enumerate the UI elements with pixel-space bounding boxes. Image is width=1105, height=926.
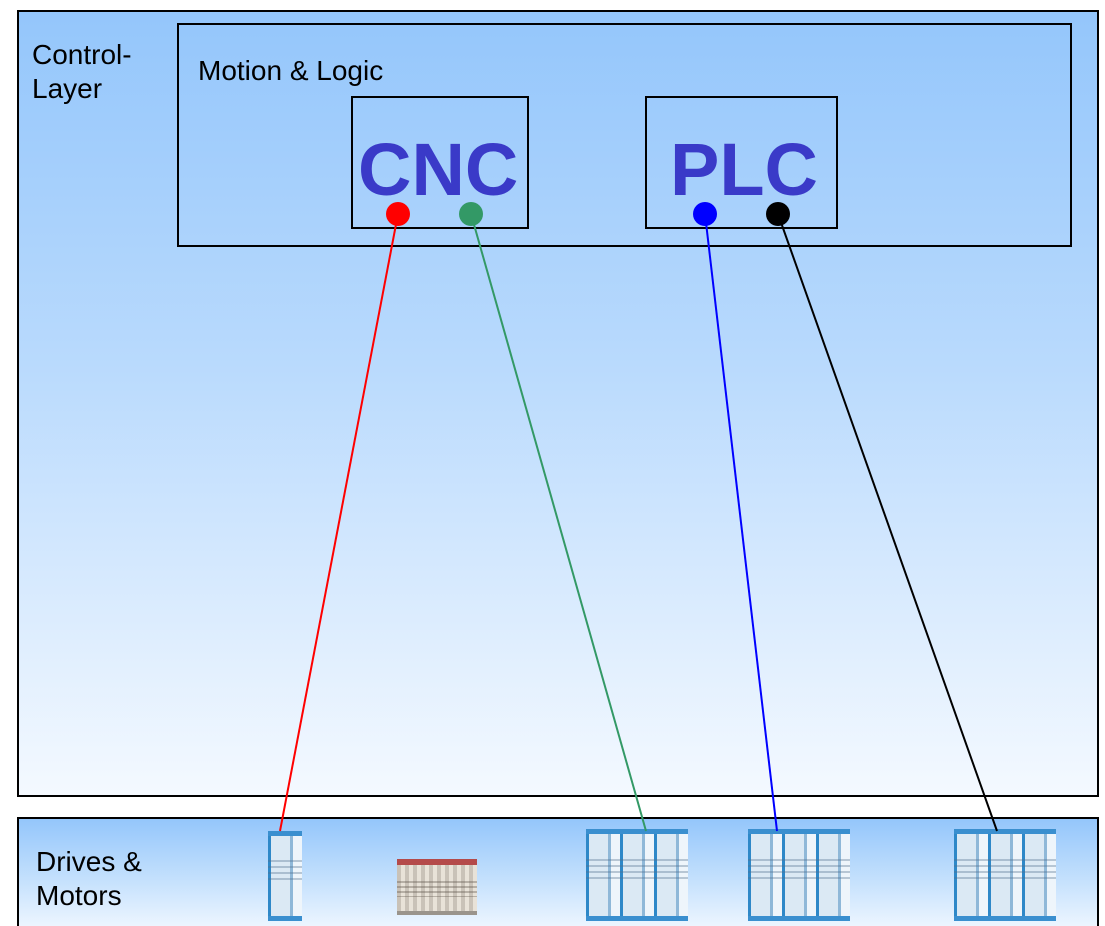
drive-module-icon xyxy=(748,829,850,921)
motion-logic-title: Motion & Logic xyxy=(198,55,384,86)
drive-module-icon xyxy=(268,831,302,921)
drives-layer-label: Drives & Motors xyxy=(36,845,142,913)
drives-layer-label-line2: Motors xyxy=(36,880,122,911)
drives-layer-label-line1: Drives & xyxy=(36,846,142,877)
plc-label: PLC xyxy=(670,128,818,211)
drives-layer xyxy=(17,817,1099,926)
drive-module-icon xyxy=(954,829,1056,921)
control-layer-label-line2: Layer xyxy=(32,73,103,104)
io-module-icon xyxy=(397,859,477,915)
drive-module-icon xyxy=(586,829,688,921)
cnc-label: CNC xyxy=(358,128,519,211)
control-layer-label: Control- Layer xyxy=(32,38,132,106)
control-layer-label-line1: Control- xyxy=(32,39,132,70)
cnc-box xyxy=(351,96,529,229)
